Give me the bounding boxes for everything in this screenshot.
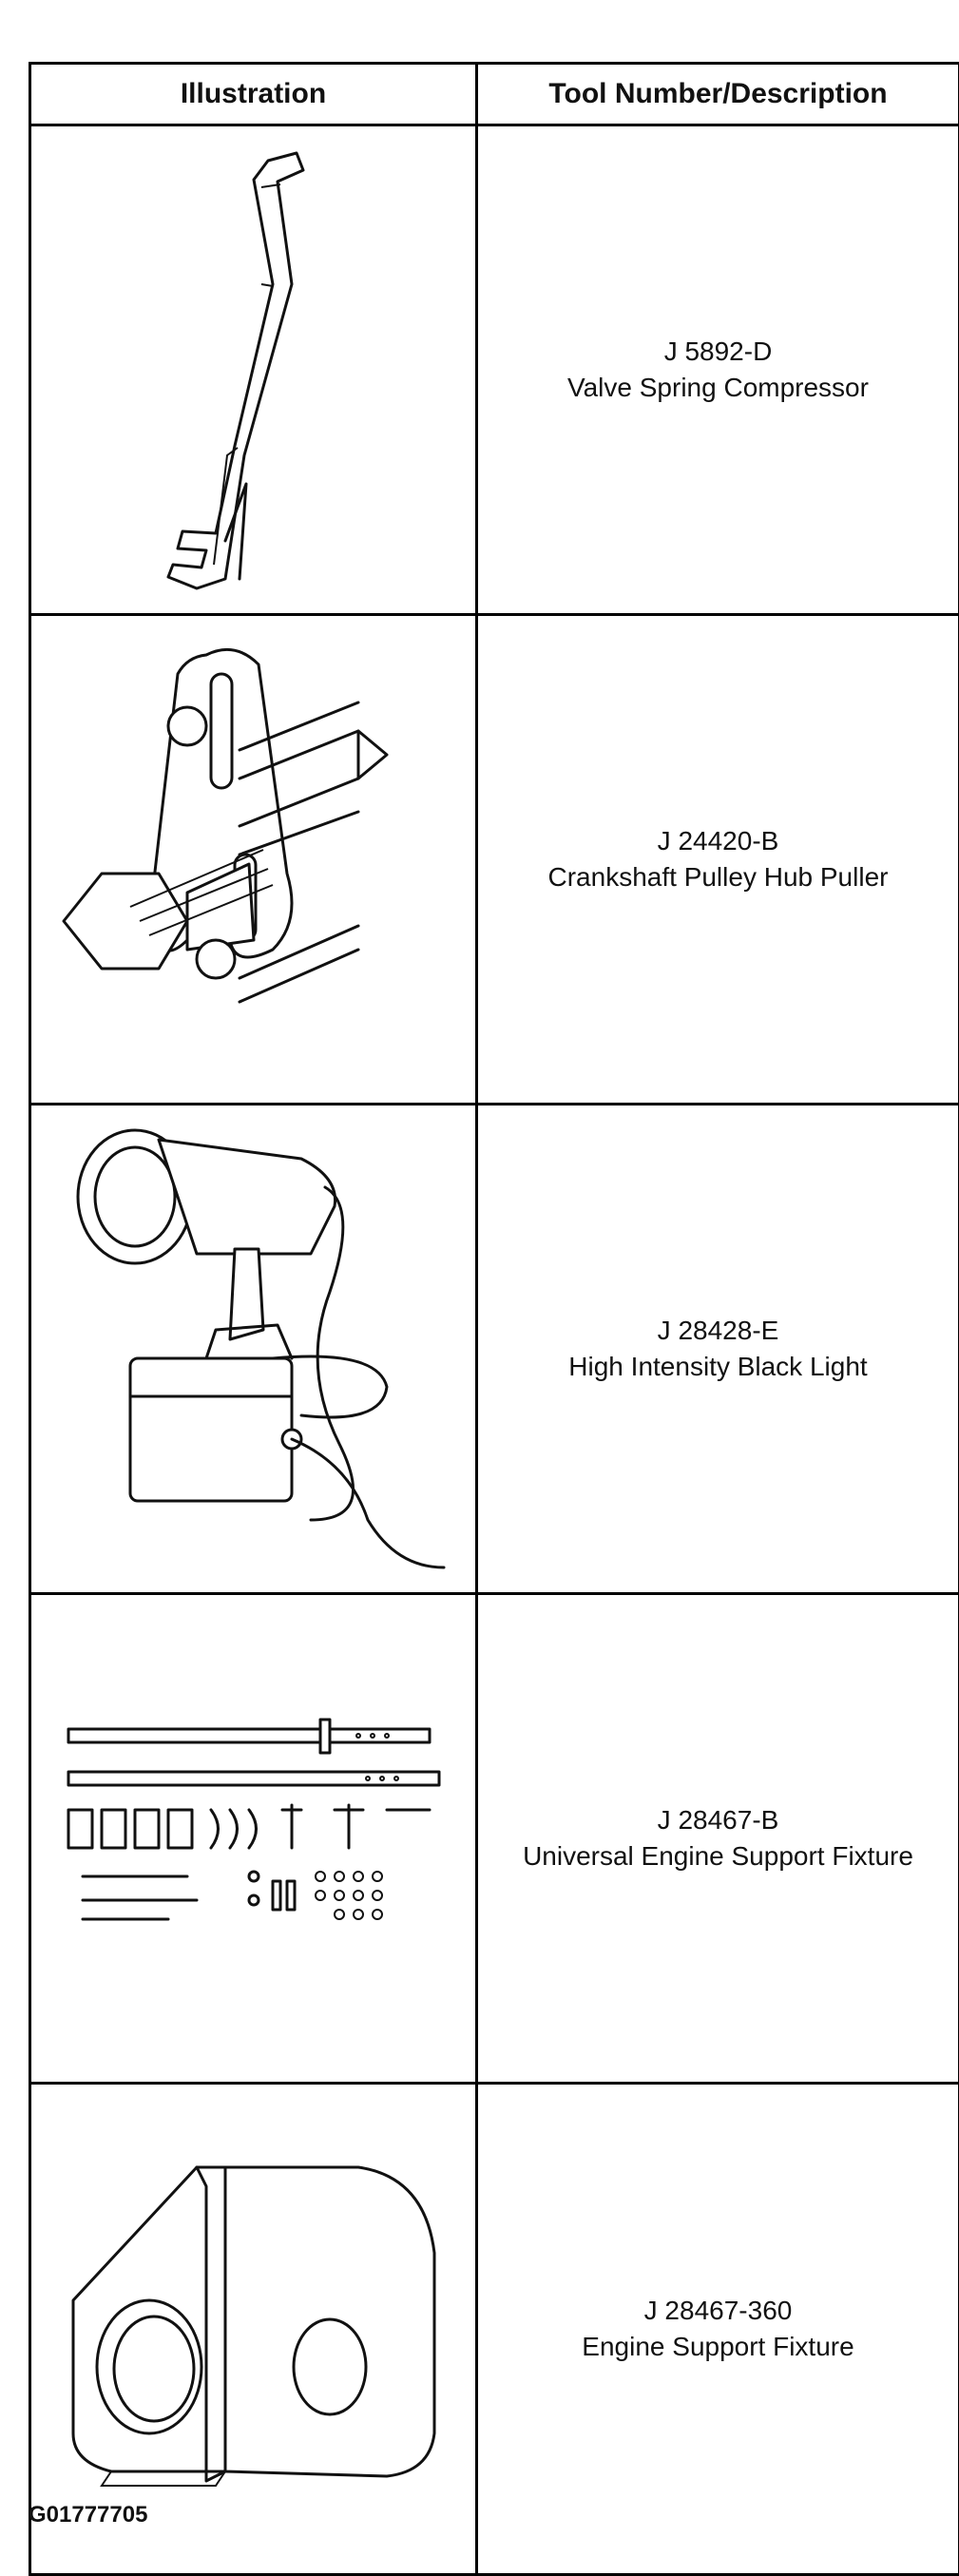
- engine-support-bracket-illustration: [54, 2148, 453, 2509]
- tool-name: Universal Engine Support Fixture: [509, 1841, 928, 1872]
- description-header: Tool Number/Description: [477, 64, 959, 125]
- table-row: J 28467-B Universal Engine Support Fixtu…: [30, 1594, 959, 2084]
- tool-number: J 28467-360: [478, 2296, 958, 2326]
- table-header-row: Illustration Tool Number/Description: [30, 64, 959, 125]
- black-light-illustration: [54, 1121, 453, 1577]
- tool-number: J 5892-D: [478, 336, 958, 367]
- illustration-cell: [30, 1594, 477, 2084]
- illustration-cell: [30, 1105, 477, 1594]
- table-row: J 5892-D Valve Spring Compressor: [30, 125, 959, 615]
- engine-support-fixture-kit-illustration: [54, 1715, 453, 1962]
- tool-name: Valve Spring Compressor: [509, 373, 928, 403]
- description-cell: J 28467-360 Engine Support Fixture: [477, 2084, 959, 2575]
- table-row: J 28467-360 Engine Support Fixture: [30, 2084, 959, 2575]
- illustration-header: Illustration: [30, 64, 477, 125]
- figure-code: G01777705: [29, 2502, 147, 2528]
- tool-name: High Intensity Black Light: [509, 1352, 928, 1382]
- description-cell: J 28467-B Universal Engine Support Fixtu…: [477, 1594, 959, 2084]
- table-row: J 24420-B Crankshaft Pulley Hub Puller: [30, 615, 959, 1105]
- valve-spring-compressor-illustration: [102, 142, 406, 598]
- crankshaft-pulley-hub-puller-illustration: [45, 636, 463, 1083]
- tool-name: Crankshaft Pulley Hub Puller: [509, 862, 928, 893]
- tool-table: Illustration Tool Number/Description J 5…: [29, 62, 959, 2576]
- illustration-cell: [30, 125, 477, 615]
- tool-name: Engine Support Fixture: [509, 2332, 928, 2362]
- illustration-cell: [30, 2084, 477, 2575]
- tool-number: J 28467-B: [478, 1805, 958, 1836]
- description-cell: J 28428-E High Intensity Black Light: [477, 1105, 959, 1594]
- illustration-cell: [30, 615, 477, 1105]
- description-cell: J 5892-D Valve Spring Compressor: [477, 125, 959, 615]
- tool-number: J 24420-B: [478, 826, 958, 856]
- tool-number: J 28428-E: [478, 1316, 958, 1346]
- table-row: J 28428-E High Intensity Black Light: [30, 1105, 959, 1594]
- description-cell: J 24420-B Crankshaft Pulley Hub Puller: [477, 615, 959, 1105]
